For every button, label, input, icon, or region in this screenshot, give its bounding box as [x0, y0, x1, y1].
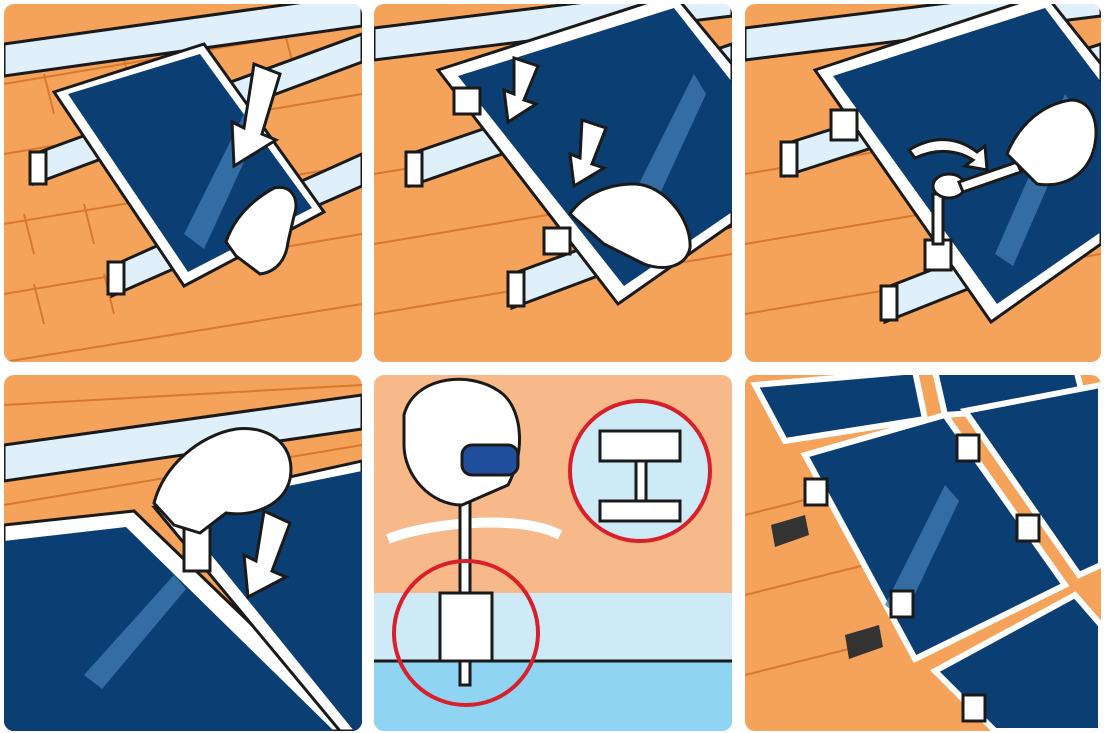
- step-3-illustration: [745, 4, 1101, 362]
- step-3-tighten-clamps: [745, 4, 1101, 362]
- end-clamp: [891, 591, 913, 617]
- end-clamp: [454, 88, 480, 114]
- rail-end-profile: [781, 142, 797, 176]
- middle-clamp: [957, 435, 979, 461]
- clamp-top-detail: [600, 431, 680, 461]
- screwdriver-handle: [462, 445, 518, 475]
- rail-end-profile: [108, 262, 124, 294]
- rail-end-profile: [30, 152, 46, 184]
- step-1-place-panel: [4, 4, 362, 362]
- step-5-illustration: [374, 375, 732, 731]
- end-clamp: [963, 695, 985, 721]
- clamp-section: [440, 593, 492, 661]
- rail-slot-detail: [600, 501, 680, 521]
- rail-end-profile: [406, 152, 422, 186]
- rail-section: [374, 593, 732, 661]
- step-5-screwdriver-detail: [374, 375, 732, 731]
- step-2-attach-clamps: [374, 4, 732, 362]
- step-4-illustration: [4, 375, 362, 731]
- end-clamp: [831, 110, 857, 140]
- step-2-illustration: [374, 4, 732, 362]
- middle-clamp: [1017, 515, 1039, 541]
- end-clamp: [805, 479, 827, 505]
- step-6-finished-array: [745, 375, 1101, 731]
- hand-icon: [404, 379, 520, 505]
- step-1-illustration: [4, 4, 362, 362]
- end-clamp: [544, 228, 570, 254]
- wrench-shaft: [933, 194, 943, 244]
- step-4-insert-middle-clamp: [4, 375, 362, 731]
- rail-end-profile: [508, 272, 524, 306]
- rail-end-profile: [881, 286, 897, 320]
- step-6-illustration: [745, 375, 1101, 731]
